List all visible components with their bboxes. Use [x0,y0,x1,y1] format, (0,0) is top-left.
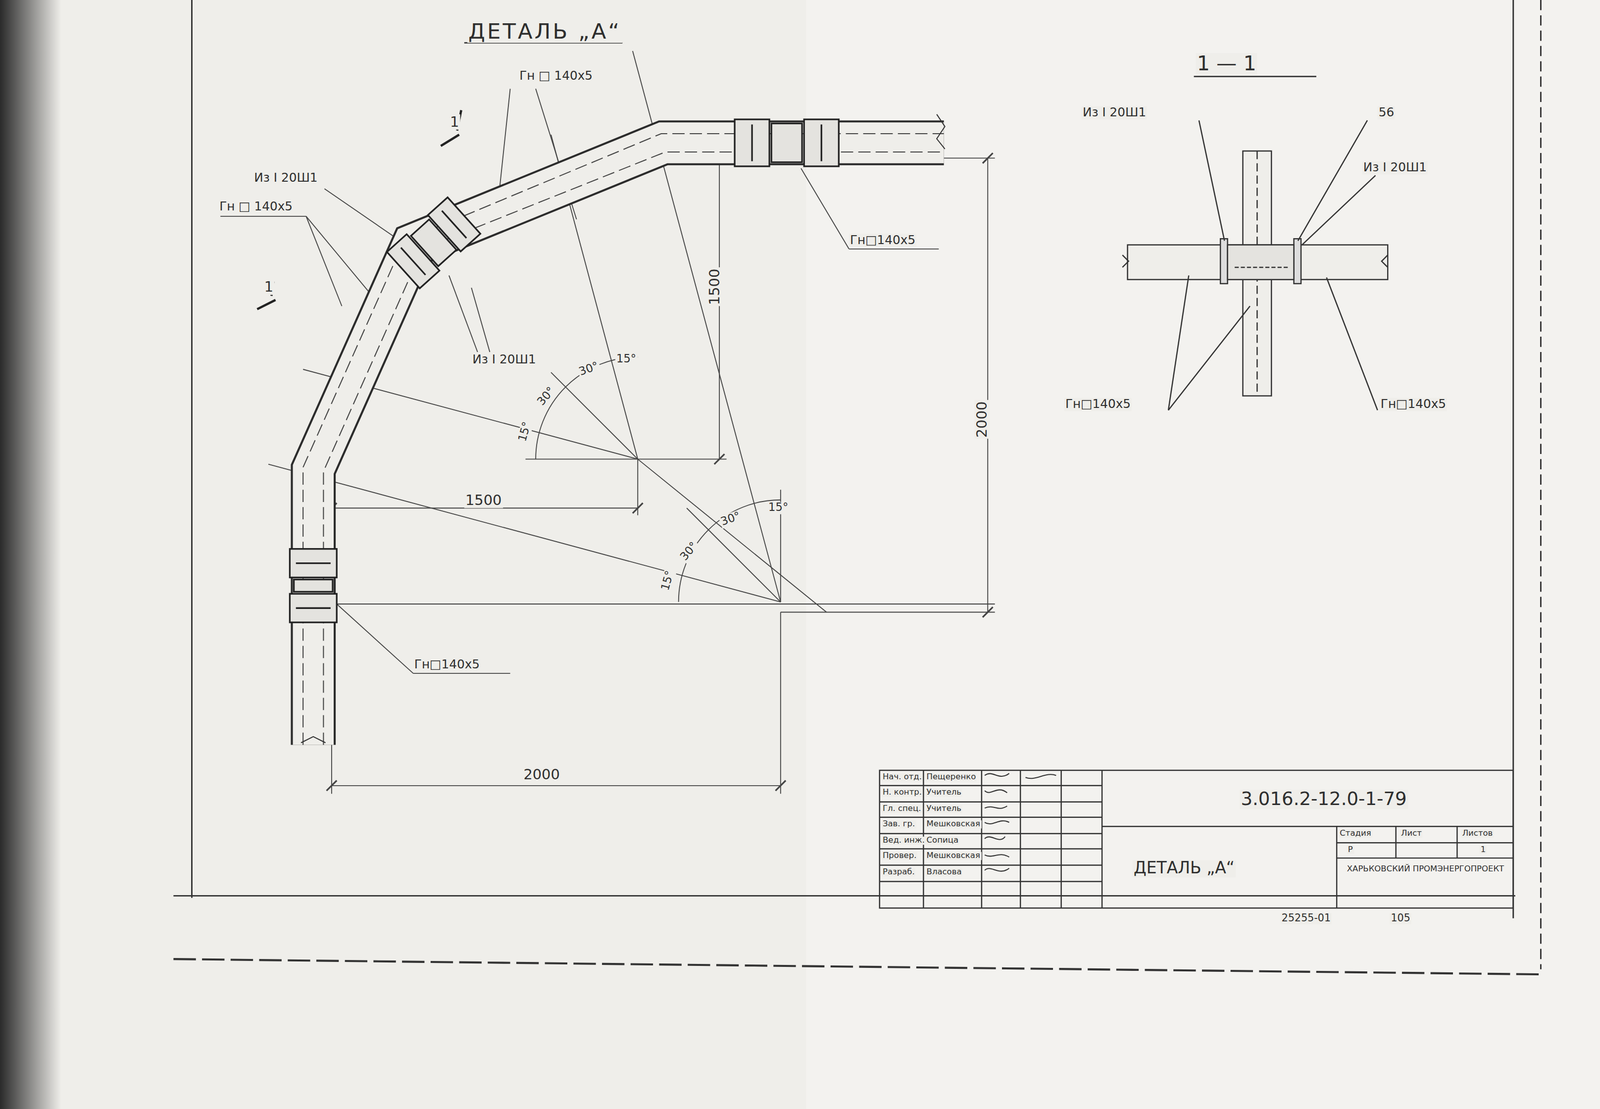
part-label: Разраб. [881,868,916,877]
part-label: 1 [449,114,461,130]
part-label: Н. контр. [881,788,923,798]
part-label: Пещеренко [925,773,978,782]
part-label: Мешковская [925,851,982,861]
part-label: 25255-01 [1280,912,1332,924]
part-label: 3.016.2-12.0-1-79 [1239,789,1408,809]
dimension-label: 105 [1389,912,1411,924]
part-label: Из I 20Ш1 [252,171,319,185]
part-label: Гн □ 140х5 [518,69,594,83]
part-label: 1 [1479,845,1488,854]
dimension-label: 1500 [464,492,503,508]
part-label: ДЕТАЛЬ „А“ [1132,859,1236,878]
part-label: Мешковская [925,820,982,829]
dimension-label: 2000 [522,767,561,783]
angle-label: 30° [576,359,602,379]
part-label: Р [1347,845,1354,854]
part-label: 56 [1377,105,1396,119]
part-label: Провер. [881,851,918,861]
part-label: Из I 20Ш1 [1362,161,1428,175]
part-label: Сопица [925,836,960,846]
part-label: Учитель [925,788,963,798]
part-label: Вед. инж. [881,836,926,846]
drawing-title: ДЕТАЛЬ „А“ [467,20,623,43]
angle-label: 30° [534,384,558,409]
dimension-label: 1500 [706,267,722,307]
angle-label: 15° [615,352,638,365]
angle-label: 15° [767,501,790,514]
part-label: Гн□140х5 [1064,398,1132,411]
part-label: Листов [1461,829,1495,838]
part-label: Гл. спец. [881,804,923,814]
part-label: Лист [1400,829,1423,838]
part-label: Учитель [925,804,963,814]
part-label: Гн □ 140х5 [218,200,294,213]
part-label: Стадия [1338,829,1372,838]
part-label: Гн□140х5 [413,657,481,671]
angle-label: 15° [659,568,677,593]
dimension-label: 2000 [974,400,990,440]
part-label: 1 — 1 [1196,52,1258,75]
part-label: Зав. гр. [881,820,916,829]
part-label: 1 [263,279,275,295]
angle-label: 30° [718,509,744,529]
part-label: ХАРЬКОВСКИЙ ПРОМЭНЕРГОПРОЕКТ [1338,862,1512,876]
part-label: Власова [925,868,963,877]
part-label: Из I 20Ш1 [1081,105,1148,119]
part-label: Гн□140х5 [849,233,917,247]
angle-label: 15° [516,419,534,444]
part-label: Гн□140х5 [1379,398,1448,411]
part-label: Нач. отд. [881,773,923,782]
part-label: Из I 20Ш1 [471,352,537,366]
